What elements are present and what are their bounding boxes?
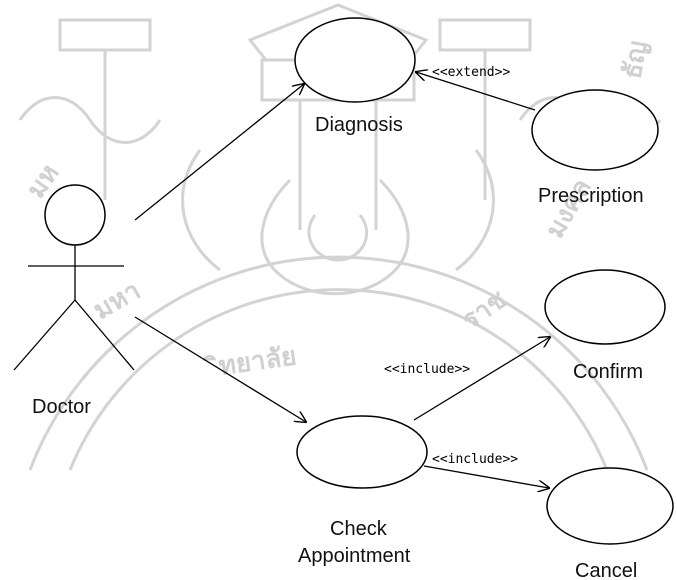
include-confirm-label: <<include>>: [384, 362, 470, 377]
use-case-check-appointment[interactable]: Check Appointment: [296, 415, 428, 567]
association-doctor-check-appointment: [134, 316, 306, 422]
actor-left-leg: [13, 299, 76, 371]
use-case-check-appointment-label-line1: Check: [330, 518, 388, 540]
include-cancel-label: <<include>>: [432, 452, 518, 467]
use-case-confirm[interactable]: Confirm: [544, 269, 666, 383]
use-case-diagnosis[interactable]: Diagnosis: [294, 17, 416, 136]
use-case-confirm-label: Confirm: [573, 361, 643, 383]
use-case-cancel-label: Cancel: [575, 560, 637, 580]
include-check-appointment-confirm: [413, 337, 550, 421]
association-doctor-diagnosis: [134, 84, 304, 221]
include-check-appointment-cancel: [423, 465, 549, 488]
svg-text:ราช: ราช: [457, 285, 512, 336]
actor-right-leg: [74, 299, 135, 371]
extend-prescription-diagnosis: [416, 72, 536, 111]
use-case-check-appointment-label-line2: Appointment: [298, 545, 411, 567]
svg-text:ิทยาลัย: ิทยาลัย: [202, 341, 298, 384]
svg-text:ธัญ: ธัญ: [617, 39, 653, 82]
use-case-prescription[interactable]: Prescription: [531, 89, 659, 207]
extend-label: <<extend>>: [432, 65, 510, 80]
actor-doctor-label: Doctor: [32, 396, 91, 418]
use-case-cancel[interactable]: Cancel: [546, 467, 674, 580]
use-case-diagnosis-label: Diagnosis: [315, 114, 403, 136]
actor-doctor[interactable]: Doctor: [13, 184, 135, 418]
actor-head: [44, 184, 106, 246]
use-case-prescription-label: Prescription: [538, 185, 644, 207]
